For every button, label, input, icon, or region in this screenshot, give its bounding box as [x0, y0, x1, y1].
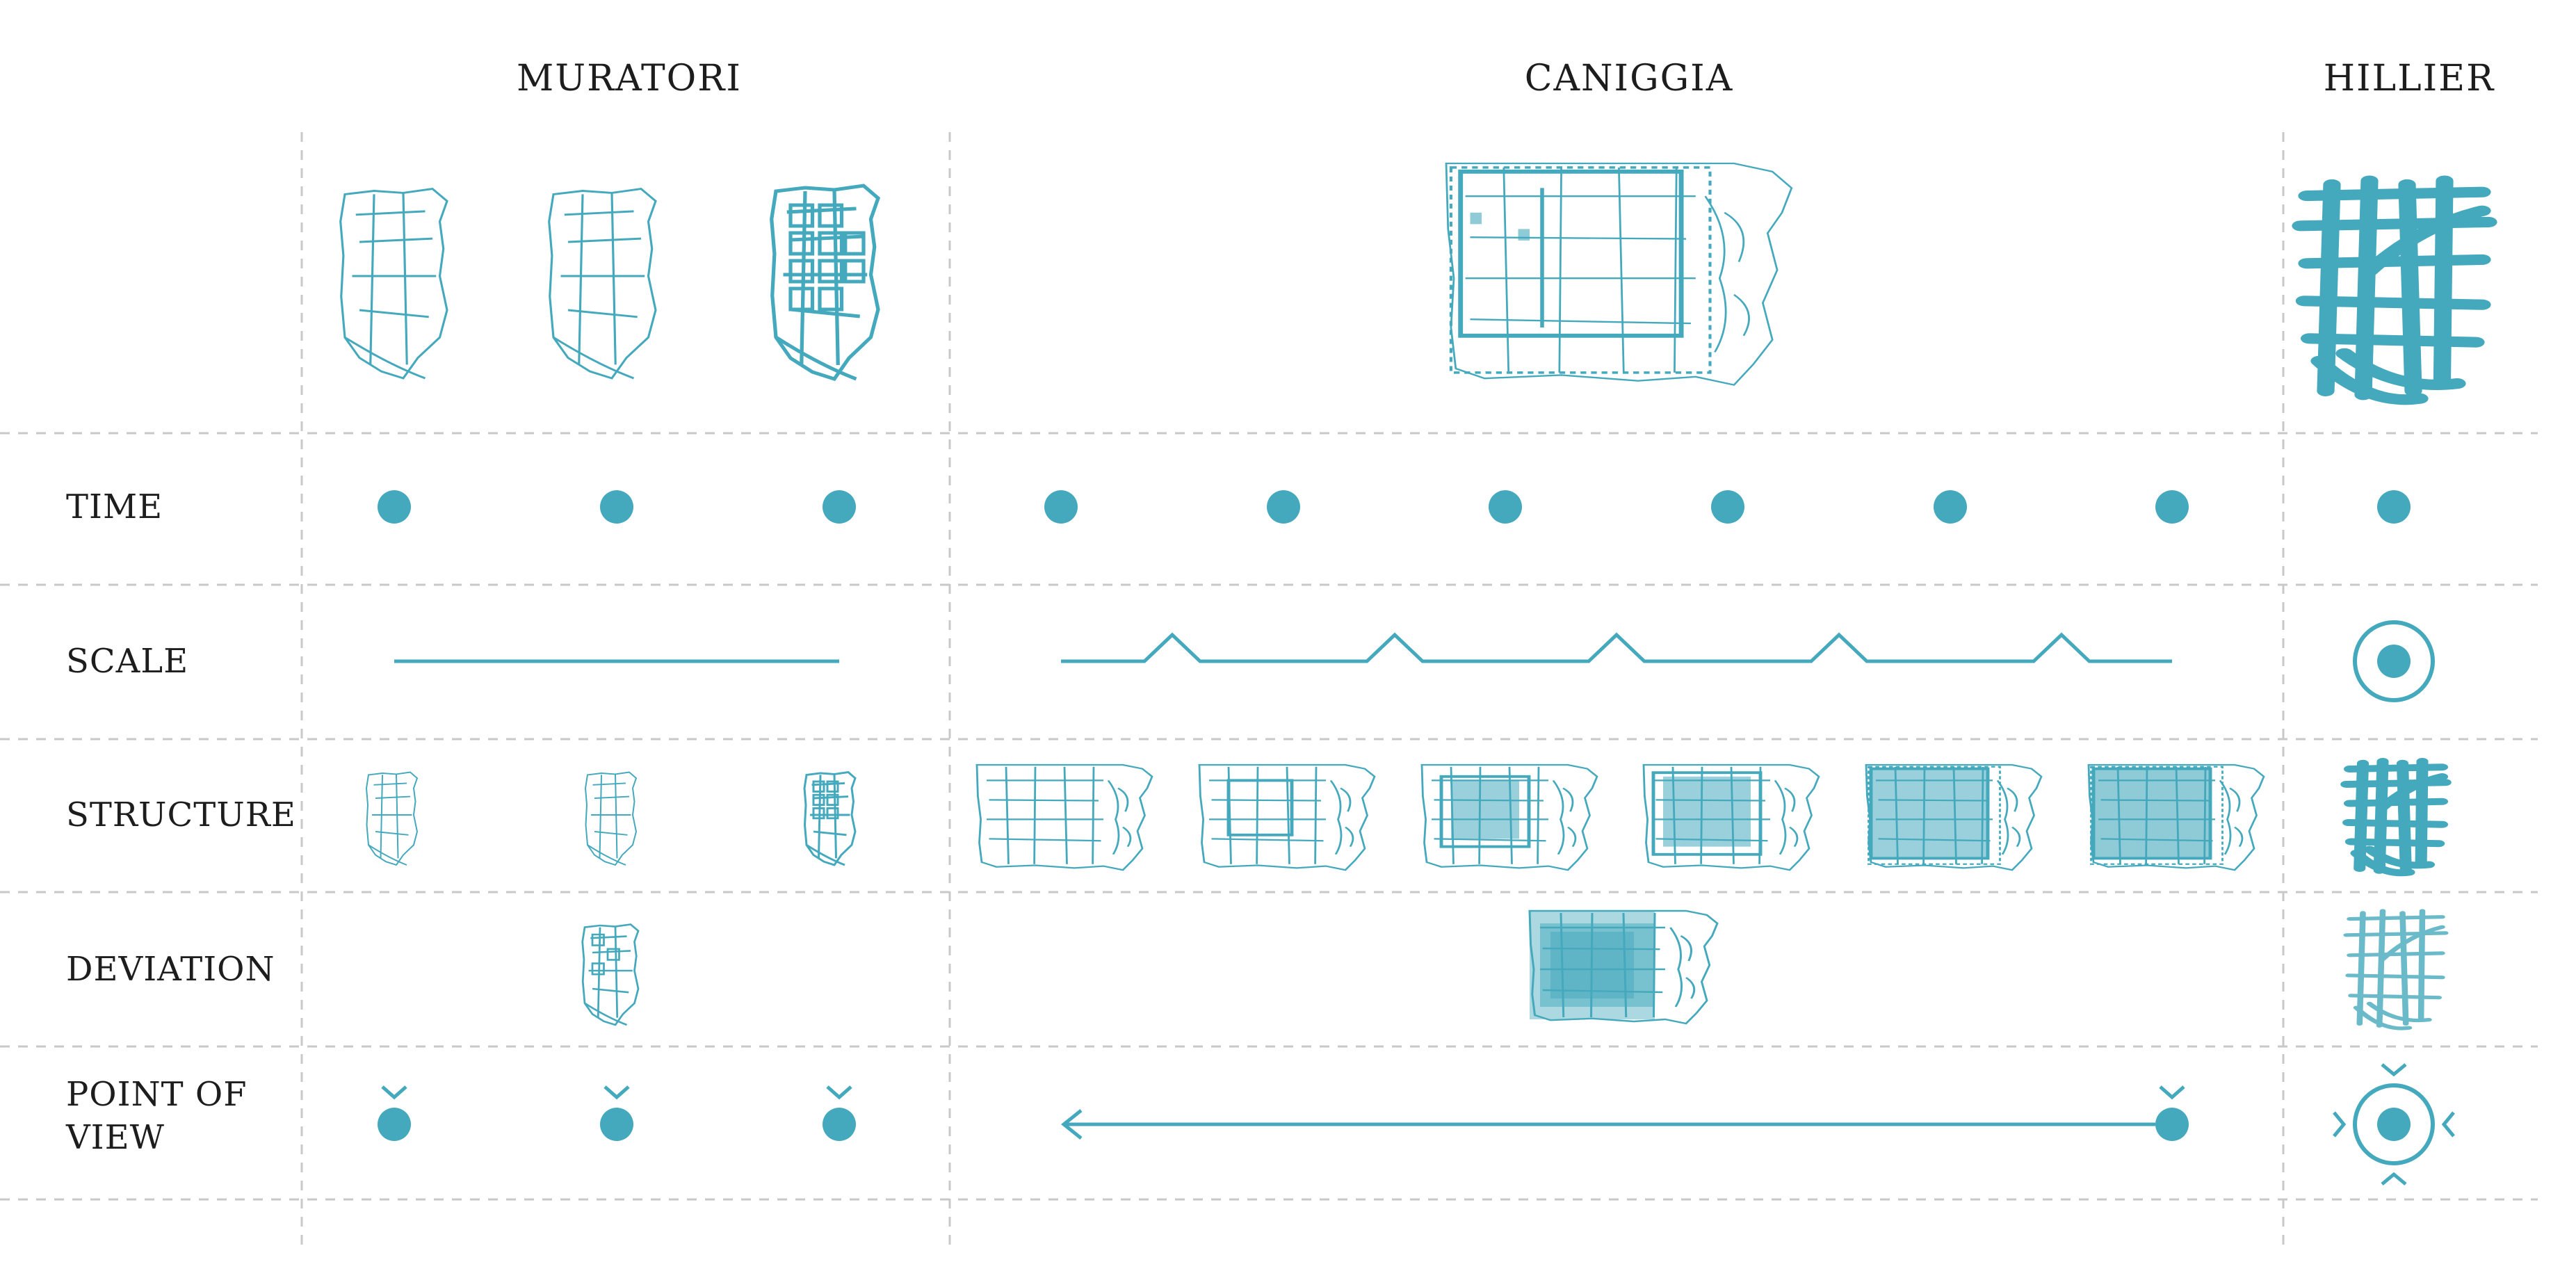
row-label-time: TIME	[66, 487, 163, 526]
dot-icon	[1267, 490, 1300, 524]
dot-icon	[2377, 490, 2411, 524]
chevron-down-icon	[2159, 1085, 2185, 1100]
muratori-map-2	[548, 187, 657, 380]
row-label-scale: SCALE	[66, 642, 188, 681]
dot-icon	[600, 490, 633, 524]
structure-caniggia-6	[2087, 763, 2265, 871]
structure-caniggia-2	[1198, 763, 1376, 871]
structure-caniggia-4	[1642, 763, 1820, 871]
column-header-hillier: HILLIER	[2324, 58, 2495, 99]
dot-icon	[378, 1108, 411, 1141]
row-label-deviation: DEVIATION	[66, 950, 275, 989]
structure-caniggia-5	[1865, 763, 2043, 871]
pov-muratori-3	[823, 1085, 856, 1141]
target-icon	[2353, 620, 2435, 702]
dot-icon	[823, 1108, 856, 1141]
dot-icon	[1711, 490, 1744, 524]
structure-muratori-3	[803, 771, 857, 866]
deviation-caniggia	[1528, 909, 1719, 1025]
dot-icon	[1044, 490, 1078, 524]
dot-icon	[600, 1108, 633, 1141]
column-header-caniggia: CANIGGIA	[1525, 58, 1734, 99]
structure-caniggia-3	[1420, 763, 1598, 871]
muratori-map-1	[339, 187, 448, 380]
pov-caniggia-arrow	[1060, 1085, 2189, 1141]
dot-icon	[2155, 490, 2189, 524]
chevron-down-icon	[826, 1085, 852, 1100]
chevron-down-icon	[381, 1085, 407, 1100]
caniggia-scale-line	[1061, 632, 2172, 663]
row-label-point-of-view-2: VIEW	[65, 1118, 165, 1157]
dot-icon	[378, 490, 411, 524]
structure-hillier	[2347, 761, 2446, 873]
dot-icon	[823, 490, 856, 524]
deviation-muratori	[581, 923, 640, 1026]
chevron-down-icon	[604, 1085, 630, 1100]
time-dots	[378, 490, 2411, 524]
muratori-map-3	[772, 186, 878, 379]
structure-muratori-1	[366, 771, 418, 866]
pov-muratori-1	[378, 1085, 411, 1141]
deviation-hillier	[2347, 911, 2446, 1028]
dot-icon	[1489, 490, 1522, 524]
structure-muratori-2	[585, 771, 637, 866]
dot-icon	[2155, 1108, 2189, 1141]
row-label-point-of-view-1: POINT OF	[66, 1075, 248, 1114]
dot-icon	[1934, 490, 1967, 524]
column-header-muratori: MURATORI	[517, 58, 742, 99]
pov-muratori-2	[600, 1085, 633, 1141]
grid-lines	[0, 132, 2538, 1245]
compass-icon	[2333, 1063, 2455, 1186]
arrow-left-icon	[1060, 1109, 1083, 1140]
hillier-map	[2301, 181, 2488, 400]
caniggia-map	[1445, 162, 1793, 386]
row-label-structure: STRUCTURE	[66, 795, 296, 834]
structure-caniggia-1	[975, 763, 1153, 871]
